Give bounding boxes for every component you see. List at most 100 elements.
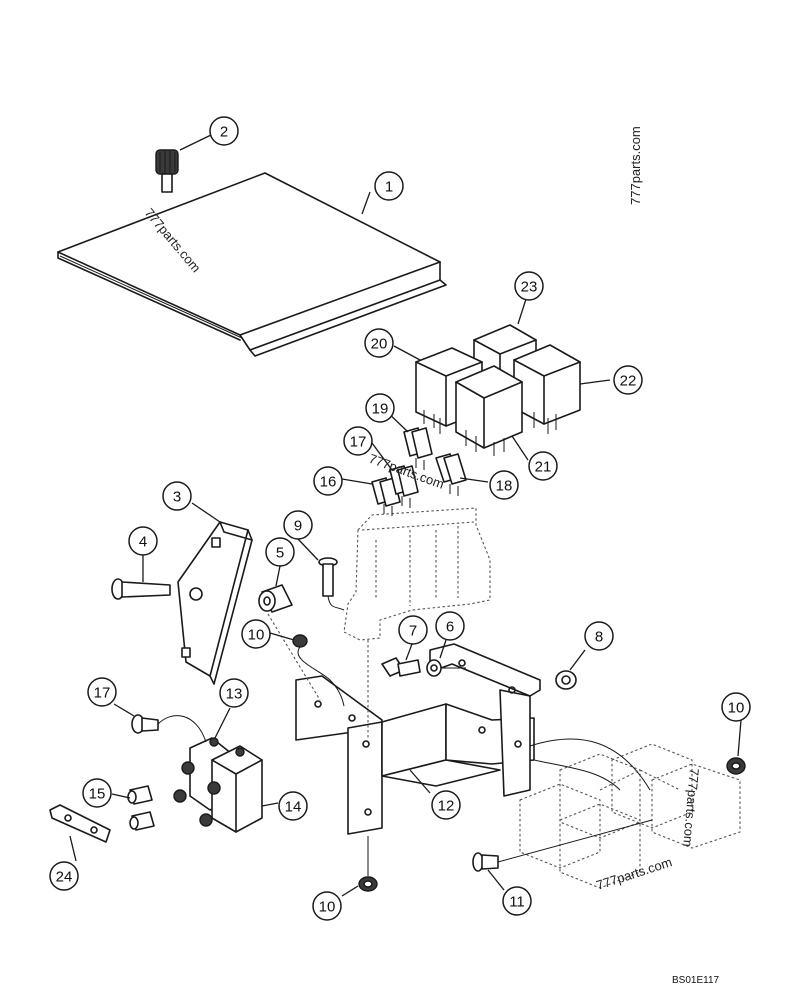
callout-number: 17 xyxy=(350,434,367,451)
callout-number: 24 xyxy=(56,869,73,886)
callout-11: 11 xyxy=(502,886,532,916)
callout-number: 10 xyxy=(248,627,265,644)
callout-number: 19 xyxy=(372,401,389,418)
screw-strap xyxy=(131,714,207,743)
callout-number: 20 xyxy=(371,336,388,353)
callout-23: 23 xyxy=(514,271,544,301)
callout-number: 23 xyxy=(521,279,538,296)
callout-21: 21 xyxy=(528,451,558,481)
fuse-holder-block xyxy=(343,507,491,641)
callout-number: 14 xyxy=(285,799,302,816)
cover-panel xyxy=(57,172,447,357)
bolt xyxy=(111,578,171,600)
callout-18: 18 xyxy=(489,470,519,500)
callout-circle xyxy=(87,677,117,707)
assembly-axes xyxy=(267,613,369,740)
callout-circle xyxy=(343,426,373,456)
callout-12: 12 xyxy=(431,790,461,820)
callout-15: 15 xyxy=(82,778,112,808)
callout-circle xyxy=(721,692,751,722)
callout-4: 4 xyxy=(128,526,158,556)
callout-number: 10 xyxy=(319,899,336,916)
callout-number: 8 xyxy=(595,629,603,646)
callout-number: 5 xyxy=(276,545,284,562)
callout-number: 12 xyxy=(438,798,455,815)
callout-circle xyxy=(365,393,395,423)
callout-3: 3 xyxy=(162,481,192,511)
callout-number: 6 xyxy=(446,619,454,636)
watermark-text: 777parts.com xyxy=(628,126,643,205)
callout-number: 9 xyxy=(294,518,302,535)
terminal-nuts xyxy=(127,785,155,831)
callout-number: 4 xyxy=(139,534,147,551)
spacer xyxy=(258,584,293,613)
callout-10: 10 xyxy=(241,619,271,649)
callout-5: 5 xyxy=(265,537,295,567)
callout-24: 24 xyxy=(49,861,79,891)
callout-number: 1 xyxy=(385,179,393,196)
bracket-hardware xyxy=(381,657,577,690)
mounting-bracket xyxy=(295,643,541,835)
callout-8: 8 xyxy=(584,621,614,651)
callout-circle xyxy=(364,328,394,358)
callout-7: 7 xyxy=(398,615,428,645)
callout-17: 17 xyxy=(87,677,117,707)
callout-circle xyxy=(528,451,558,481)
callout-circle xyxy=(489,470,519,500)
callout-circle xyxy=(283,510,313,540)
callout-number: 2 xyxy=(220,124,228,141)
callout-1: 1 xyxy=(374,171,404,201)
callout-circle xyxy=(82,778,112,808)
callout-16: 16 xyxy=(313,466,343,496)
callout-circle xyxy=(313,466,343,496)
screw xyxy=(318,557,345,611)
callout-circle xyxy=(312,891,342,921)
callout-circle xyxy=(278,791,308,821)
callout-13: 13 xyxy=(219,678,249,708)
long-screw xyxy=(472,819,653,872)
callout-circle xyxy=(128,526,158,556)
callout-number: 7 xyxy=(409,623,417,640)
callout-circle xyxy=(241,619,271,649)
callout-2: 2 xyxy=(209,116,239,146)
callout-circle xyxy=(514,271,544,301)
callout-10: 10 xyxy=(312,891,342,921)
callout-circle xyxy=(374,171,404,201)
callout-17: 17 xyxy=(343,426,373,456)
callout-circle xyxy=(209,116,239,146)
callout-number: 3 xyxy=(173,489,181,506)
callout-circle xyxy=(431,790,461,820)
bracket-plate xyxy=(177,521,253,685)
callout-circle xyxy=(265,537,295,567)
callout-number: 22 xyxy=(620,373,637,390)
dashed-relay-cluster xyxy=(519,738,741,889)
watermark-text: 777parts.com xyxy=(680,768,702,848)
callout-circle xyxy=(49,861,79,891)
callout-9: 9 xyxy=(283,510,313,540)
callout-circle xyxy=(502,886,532,916)
callout-22: 22 xyxy=(613,365,643,395)
diagram-code: BS01E117 xyxy=(672,975,720,986)
callout-number: 15 xyxy=(89,786,106,803)
callout-circle xyxy=(435,611,465,641)
knob xyxy=(155,149,179,193)
watermark-text: 777parts.com xyxy=(594,854,674,893)
link-bar xyxy=(49,804,111,843)
callout-number: 11 xyxy=(509,894,525,911)
callout-circle xyxy=(219,678,249,708)
callout-6: 6 xyxy=(435,611,465,641)
callout-20: 20 xyxy=(364,328,394,358)
callout-circle xyxy=(584,621,614,651)
callout-number: 13 xyxy=(226,686,243,703)
callout-10: 10 xyxy=(721,692,751,722)
callout-14: 14 xyxy=(278,791,308,821)
callout-circle xyxy=(613,365,643,395)
callout-number: 18 xyxy=(496,478,513,495)
callout-number: 16 xyxy=(320,474,337,491)
relays xyxy=(415,324,581,456)
leader-lines xyxy=(69,134,742,897)
callout-19: 19 xyxy=(365,393,395,423)
callout-number: 21 xyxy=(535,459,552,476)
